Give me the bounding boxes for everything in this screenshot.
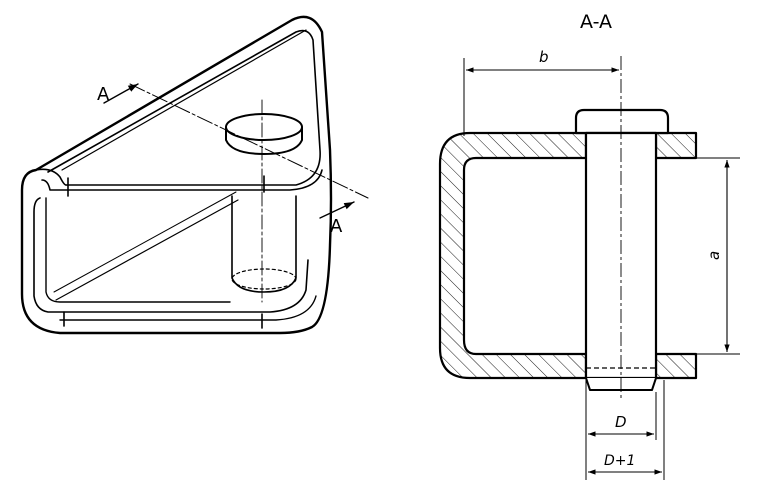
top-plate-inner-edge <box>47 29 321 186</box>
dim-D-label: D <box>615 413 627 431</box>
bottom-face-diagonal-2 <box>53 191 237 293</box>
section-arrow-upper <box>103 83 139 104</box>
channel-section <box>438 131 588 380</box>
pin-head-side <box>225 126 303 155</box>
isometric-view <box>20 15 369 335</box>
pin-bottom <box>231 268 297 290</box>
upper-right-tab <box>654 131 698 160</box>
section-view <box>438 56 740 480</box>
top-plate-front <box>35 168 323 191</box>
bottom-plate-edge <box>59 295 317 321</box>
back-wall-inner-2 <box>45 197 231 303</box>
pin-shaft <box>231 195 297 293</box>
bracket-outline <box>20 15 333 335</box>
section-cut-line <box>129 83 369 199</box>
dim-D-plus-1-label: D+1 <box>604 453 635 469</box>
section-title: A-A <box>580 11 612 33</box>
dim-b-label: b <box>539 48 549 66</box>
pin-head <box>574 108 670 135</box>
pin-head-top <box>225 113 303 141</box>
back-wall-inner <box>33 197 309 313</box>
top-face-diagonal <box>61 29 307 171</box>
section-marker-upper: A <box>97 84 110 105</box>
lower-right-tab <box>654 352 698 380</box>
section-marker-lower: A <box>330 216 343 237</box>
section-arrow-lower <box>319 201 355 219</box>
dim-a-label: a <box>705 251 723 260</box>
bottom-face-diagonal <box>55 199 239 301</box>
